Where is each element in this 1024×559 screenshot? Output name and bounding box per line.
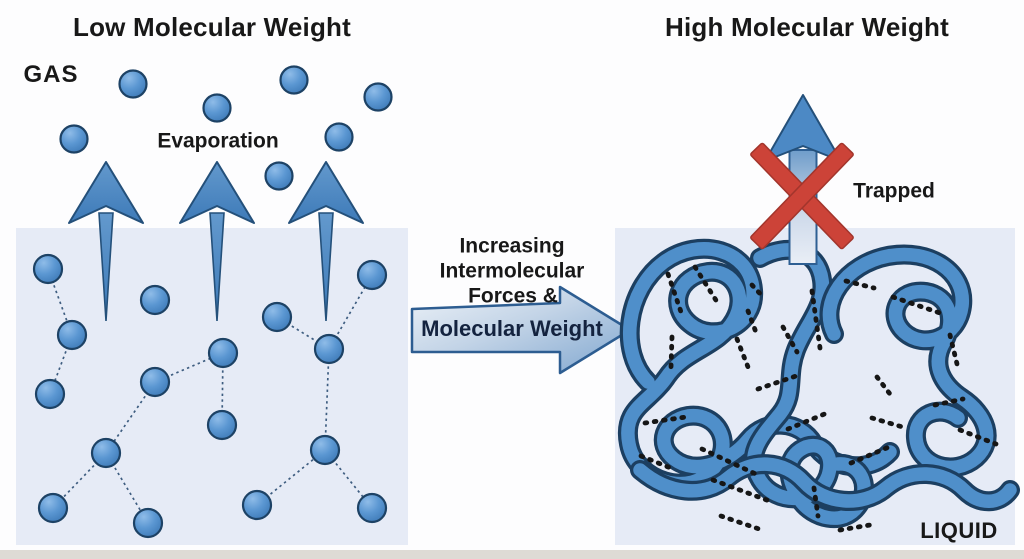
force-link [718,513,765,533]
force-link [710,477,775,505]
force-link [755,372,802,392]
bottom-edge-strip [0,550,1024,559]
gas-label: GAS [23,61,79,88]
molecular-weight-arrow-label: Molecular Weight [421,316,603,341]
gas-molecule [202,93,232,123]
force-link [692,264,722,308]
gas-molecule [324,122,354,152]
intermolecular-bond [276,316,330,350]
liquid-molecule [37,492,69,524]
liquid-molecule [32,253,64,285]
force-link [957,427,999,447]
gas-molecule [59,124,89,154]
evaporation-label: Evaporation [157,129,279,153]
liquid-molecule [90,437,122,469]
liquid-molecule [356,492,388,524]
increasing-label-line-1: Increasing [459,234,565,258]
liquid-molecule [313,333,345,365]
increasing-label-line-2: Intermolecular [439,259,585,283]
force-link [837,521,879,533]
increasing-label-line-3: Forces & [468,284,558,308]
increasing-forces-arrow-icon [410,285,632,375]
evaporation-arrow-tail [318,212,334,322]
polymer-chain [822,247,994,475]
liquid-molecule [132,507,164,539]
evaporation-arrow-head [179,161,255,224]
liquid-molecule [206,409,238,441]
page-title-high-molecular-weight: High Molecular Weight [665,12,949,42]
force-link [665,271,684,315]
liquid-molecule [261,301,293,333]
red-x-icon [750,142,854,250]
force-link [848,444,892,466]
liquid-molecule [34,378,66,410]
liquid-molecule [356,259,388,291]
force-link [809,288,823,351]
evaporation-arrow-head [68,161,144,224]
red-x-bar [750,142,854,250]
liquid-label: LIQUID [920,518,998,543]
force-link [785,410,830,432]
liquid-molecule [207,337,239,369]
left-liquid-box [16,228,408,545]
force-link [638,453,676,472]
gas-molecule [279,65,309,95]
gas-molecule [264,161,294,191]
polymer-chain [633,457,1017,508]
force-link [699,446,763,479]
force-link [745,308,760,338]
trapped-arrow-head [764,94,842,162]
force-link [869,415,909,431]
force-link [749,282,767,301]
gas-molecule [118,69,148,99]
page-title-low-molecular-weight: Low Molecular Weight [73,12,351,42]
evaporation-arrow-tail [98,212,114,322]
liquid-molecule [139,366,171,398]
liquid-molecule [309,434,341,466]
force-links-group [638,264,999,533]
evaporation-arrow-head [288,161,364,224]
evaporation-arrows-group [68,161,364,322]
liquid-molecule [56,319,88,351]
force-link [890,294,943,316]
force-link [642,414,689,426]
evaporation-arrow-tail [209,212,225,322]
molecules-group [32,65,393,539]
trapped-label: Trapped [853,179,935,203]
liquid-molecule [139,284,171,316]
liquid-molecule [241,489,273,521]
force-link [874,374,896,401]
gas-molecule [363,82,393,112]
